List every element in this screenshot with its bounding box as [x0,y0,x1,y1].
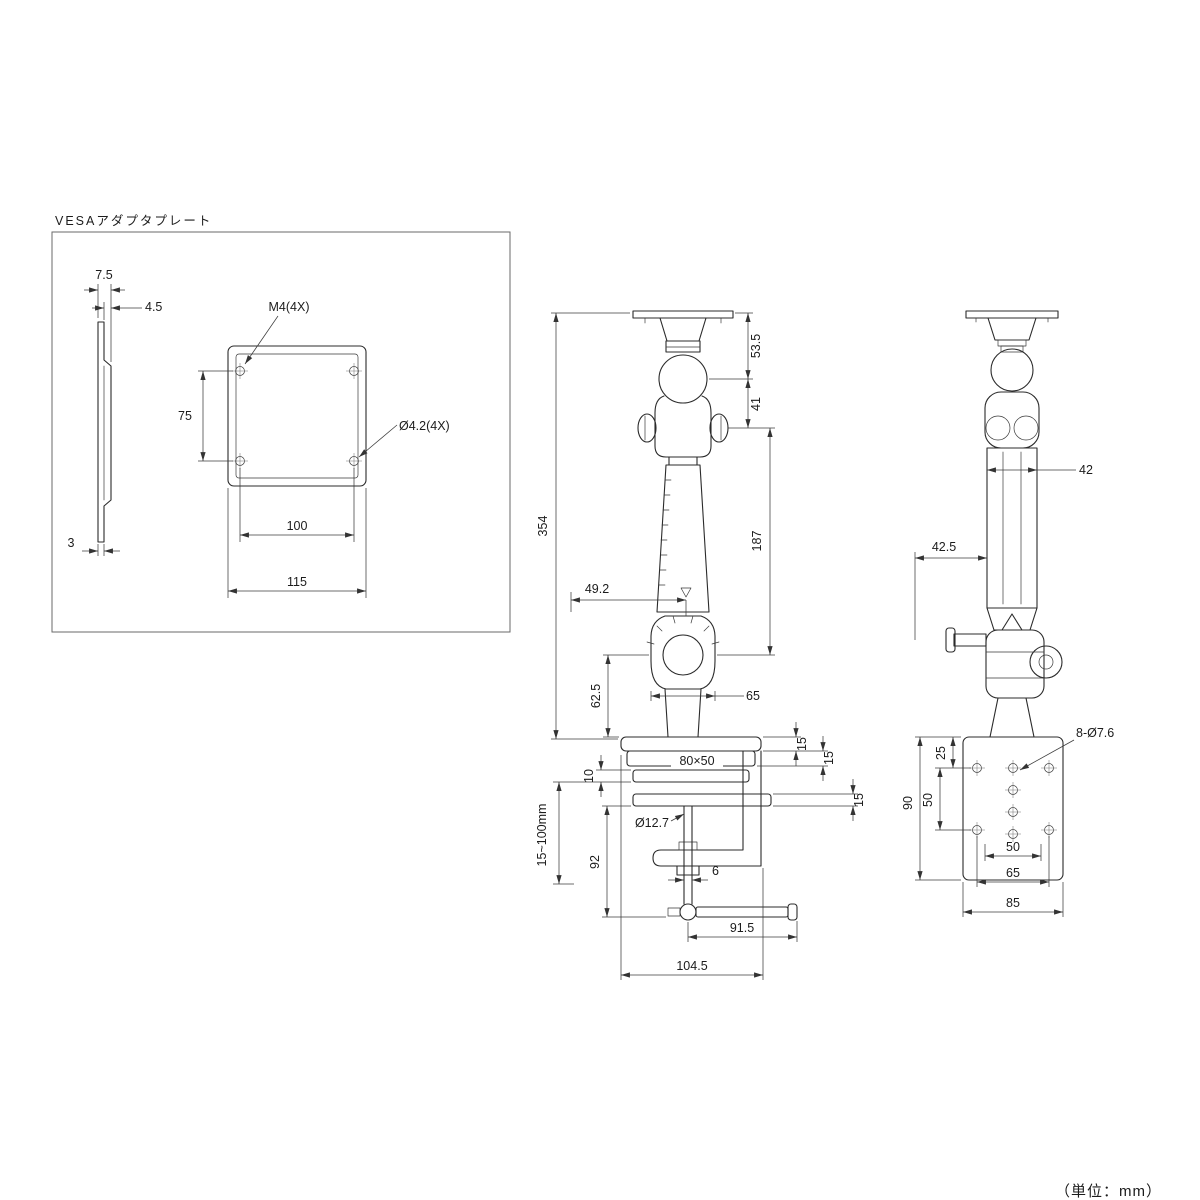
dim-label-49-2: 49.2 [585,582,609,596]
dim-label-50-v: 50 [921,793,935,807]
dim-label-25: 25 [934,746,948,760]
dim-label-62-5: 62.5 [589,684,603,708]
dim-label-3: 3 [68,536,75,550]
dim-label-42-5: 42.5 [932,540,956,554]
vesa-front-view: M4(4X) 75 Ø4.2(4X) 100 115 [178,300,450,598]
dim-label-15-bot: 15 [852,793,866,807]
dim-label-75: 75 [178,409,192,423]
dim-label-85: 85 [1006,896,1020,910]
dim-label-7-5: 7.5 [95,268,112,282]
dim-label-92: 92 [588,855,602,869]
label-dia-4-2: Ø4.2(4X) [399,419,450,433]
unit-note: （単位：mm） [1055,1183,1162,1200]
dim-label-65: 65 [746,689,760,703]
dim-label-50-h: 50 [1006,840,1020,854]
dim-label-4-5: 4.5 [145,300,162,314]
label-slot-80x50: 80×50 [679,754,714,768]
label-dia-12-7: Ø12.7 [635,816,669,830]
dim-label-115: 115 [287,575,307,589]
dim-label-354: 354 [536,516,550,537]
label-holes-8-dia-7-6: 8-Ø7.6 [1076,726,1114,740]
dim-label-clamp-range: 15~100mm [535,804,549,867]
vesa-panel: VESAアダプタプレート 7.5 4.5 3 [51,213,511,633]
arm-side-view: 42 42.5 8-Ø7.6 25 50 90 50 65 85 [901,310,1114,917]
dim-label-15-mid: 15 [822,751,836,765]
dim-label-42: 42 [1079,463,1093,477]
dim-label-90: 90 [901,796,915,810]
dim-label-15-top: 15 [795,737,809,751]
dim-label-91-5: 91.5 [730,921,754,935]
dim-label-187: 187 [750,531,764,552]
dim-label-41: 41 [749,397,763,411]
dim-label-53-5: 53.5 [749,334,763,358]
label-m4-holes: M4(4X) [269,300,310,314]
dim-label-10: 10 [582,769,596,783]
arm-front-view: 354 53.5 41 187 49.2 62.5 65 15 15 [535,310,866,980]
dim-label-104-5: 104.5 [676,959,707,973]
dim-label-65-side: 65 [1006,866,1020,880]
vesa-panel-border [51,231,511,633]
dim-label-100: 100 [287,519,308,533]
vesa-panel-title: VESAアダプタプレート [55,213,212,228]
vesa-side-profile-view: 7.5 4.5 3 [68,268,162,556]
dim-label-6: 6 [712,864,719,878]
